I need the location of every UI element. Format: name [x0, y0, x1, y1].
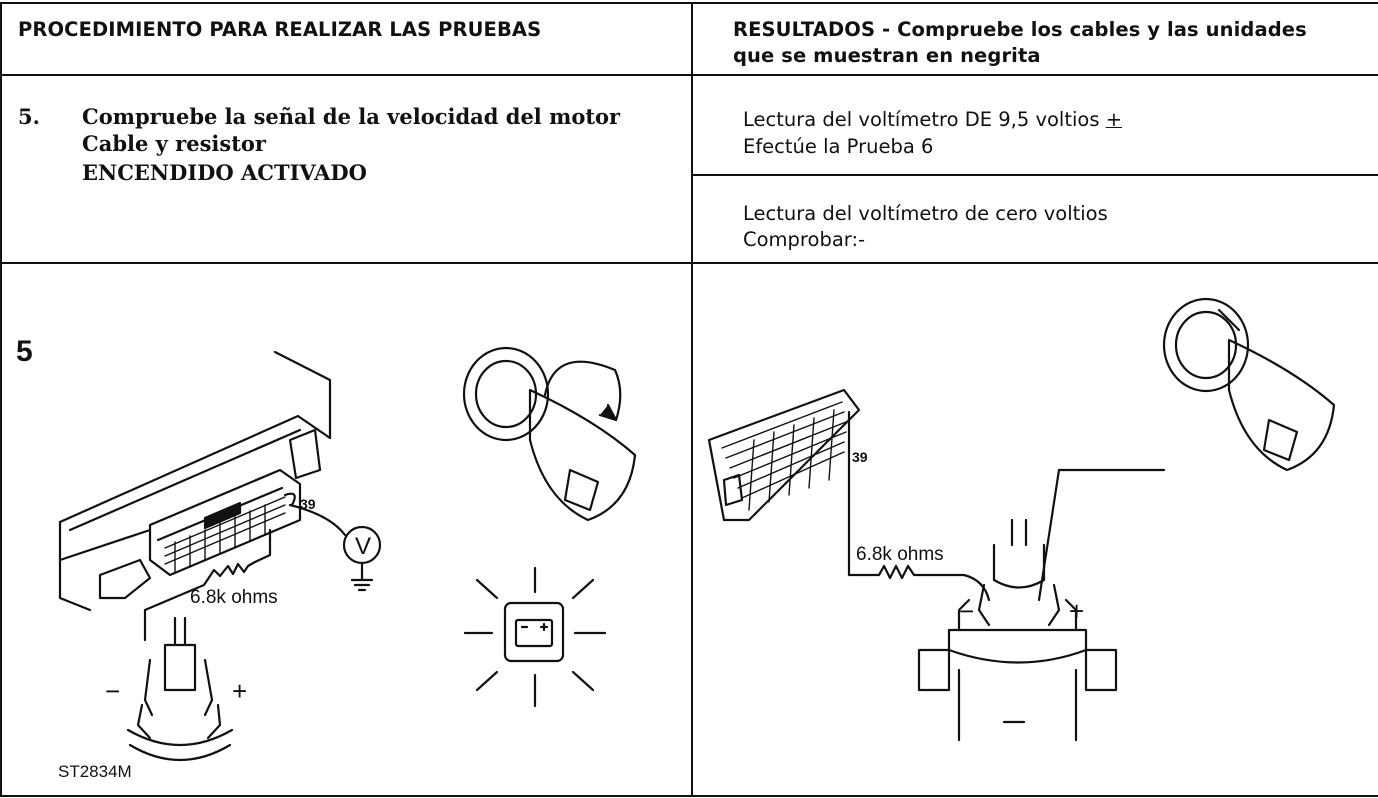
- resistor-label: 6.8k ohms: [190, 587, 278, 608]
- result-2-line2: Comprobar:-: [743, 228, 866, 251]
- voltmeter-icon: [342, 525, 382, 592]
- figure-code: ST2834M: [58, 762, 132, 781]
- right-diagram: 39 6.8k ohms − +: [707, 297, 1336, 742]
- ignition-key-icon: [462, 346, 637, 522]
- result-1-text: Lectura del voltímetro DE 9,5 voltios: [743, 108, 1100, 131]
- table-border-bottom: [0, 795, 1378, 797]
- figure-number: 5: [16, 335, 33, 368]
- step-subtitle: Cable y resistor: [82, 131, 266, 156]
- right-pin-number: 39: [852, 449, 868, 465]
- voltmeter-label: V: [355, 533, 371, 560]
- result-1-line2: Efectúe la Prueba 6: [743, 135, 934, 158]
- results-header-line2: que se muestran en negrita: [733, 44, 1041, 67]
- result-divider: [692, 174, 1378, 176]
- procedure-header: PROCEDIMIENTO PARA REALIZAR LAS PRUEBAS: [18, 18, 542, 41]
- left-diagram: V 39 6.8k ohms − +: [58, 346, 637, 761]
- column-divider: [691, 2, 693, 797]
- table-border-top: [0, 2, 1378, 4]
- right-coil-minus: −: [959, 596, 974, 626]
- results-header-line1: RESULTADOS - Compruebe los cables y las …: [733, 18, 1307, 41]
- coil-minus: −: [105, 676, 120, 706]
- table-border-left: [0, 2, 2, 797]
- connector-icon: [707, 388, 861, 522]
- step-title: Compruebe la señal de la velocidad del m…: [82, 104, 621, 129]
- right-resistor-label: 6.8k ohms: [856, 544, 944, 565]
- step-number: 5.: [18, 104, 40, 129]
- ignition-key-icon: [1162, 297, 1336, 472]
- right-coil-plus: +: [1069, 596, 1084, 626]
- ecu-connector-icon: [58, 350, 332, 612]
- header-divider: [0, 74, 1378, 76]
- ignition-coil-icon: [917, 518, 1118, 742]
- section-divider: [0, 262, 1378, 264]
- result-2-line1: Lectura del voltímetro de cero voltios: [743, 202, 1108, 225]
- result-1-line1: Lectura del voltímetro DE 9,5 voltios +: [743, 108, 1122, 132]
- battery-warning-lamp-icon: [463, 566, 607, 708]
- plus-minus-symbol: +: [1105, 108, 1123, 131]
- step-condition: ENCENDIDO ACTIVADO: [82, 160, 367, 185]
- coil-plus: +: [232, 676, 247, 706]
- ignition-coil-icon: [126, 616, 234, 761]
- pin-number: 39: [300, 496, 316, 512]
